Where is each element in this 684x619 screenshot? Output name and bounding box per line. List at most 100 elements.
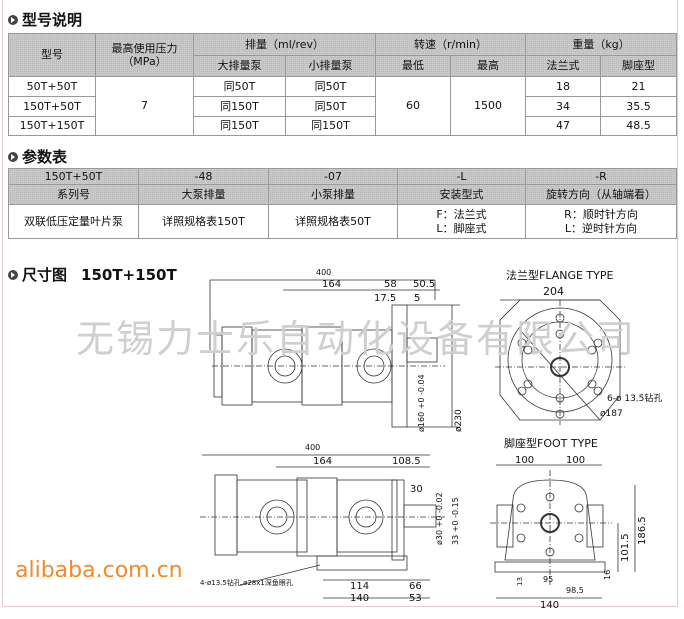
foot-type-title: 脚座型FOOT TYPE <box>504 437 598 450</box>
cell-speed-min: 60 <box>375 76 452 136</box>
section-label: 型号说明 <box>22 11 83 29</box>
header-pressure: 最高使用压力（MPa） <box>95 33 194 77</box>
cell-speed-max: 1500 <box>450 76 527 136</box>
bullet-icon <box>8 151 18 162</box>
dim-164: 164 <box>313 456 333 467</box>
header-speed: 转速（r/min） <box>375 33 527 56</box>
dim-186-5: 186.5 <box>637 516 648 545</box>
dim-98-5: 98.5 <box>566 586 584 595</box>
dim-204: 204 <box>543 285 564 298</box>
dim-13: 13 <box>516 577 524 586</box>
section-model-title: 型号说明 <box>8 9 82 30</box>
flange-holes-note: 6-ø 13.5钻孔 <box>607 394 663 404</box>
dim-17-5: 17.5 <box>374 293 397 304</box>
code-small: -07 <box>268 168 398 185</box>
side-view-flange <box>209 279 460 428</box>
value-large: 详照规格表150T <box>138 204 269 239</box>
dim-108-5: 108.5 <box>392 456 421 467</box>
header-large: 大排量泵 <box>193 55 286 77</box>
header-foot: 脚座型 <box>600 55 678 77</box>
page-frame <box>2 0 678 607</box>
cell-large: 同150T <box>193 116 286 136</box>
cell-model: 150T+150T <box>8 116 96 136</box>
dim-164: 164 <box>322 279 342 290</box>
dim-101-5: 101.5 <box>620 533 631 562</box>
flange-front-view <box>495 299 625 425</box>
mount-l: L：脚座式 <box>436 221 487 235</box>
cell-large: 同150T <box>193 96 286 117</box>
cell-flange: 47 <box>525 116 602 136</box>
bullet-icon <box>8 14 18 25</box>
dim-33: 33 +0 -0.15 <box>451 497 460 545</box>
dim-58: 58 <box>384 279 397 290</box>
dim-16: 16 <box>603 569 612 580</box>
header-model: 型号 <box>8 33 96 77</box>
dim-5: 5 <box>414 293 421 304</box>
header-weight: 重量（kg） <box>525 33 678 56</box>
foot-front-view <box>490 464 636 599</box>
label-large: 大泵排量 <box>138 184 269 205</box>
header-max: 最高 <box>450 55 527 77</box>
pressure-unit: （MPa） <box>122 55 167 68</box>
model-table: 型号 最高使用压力（MPa） 排量（ml/rev） 转速（r/min） 重量（k… <box>8 33 678 136</box>
label-series: 系列号 <box>8 184 139 205</box>
dims-model: 150T+150T <box>81 265 177 284</box>
dim-140: 140 <box>350 593 370 604</box>
code-large: -48 <box>138 168 269 185</box>
pressure-label: 最高使用压力 <box>111 41 178 55</box>
mount-f: F：法兰式 <box>436 208 487 222</box>
dim-100-left: 100 <box>515 455 535 466</box>
table-row: 150T+50T 同150T 同50T 34 35.5 <box>8 96 678 117</box>
cell-foot: 35.5 <box>600 96 678 117</box>
dim-66: 66 <box>409 581 422 592</box>
label-small: 小泵排量 <box>268 184 398 205</box>
dim-50-5: 50.5 <box>413 279 436 290</box>
labels-row: 系列号 大泵排量 小泵排量 安装型式 旋转方向（从轴端看） <box>8 184 677 205</box>
dim-95: 95 <box>543 575 554 584</box>
code-rotation: -R <box>525 168 677 185</box>
cell-small: 同150T <box>284 116 377 136</box>
section-label: 参数表 <box>22 148 68 166</box>
code-series: 150T+50T <box>8 168 139 185</box>
dim-d160: ø160 +0 -0.04 <box>417 374 426 432</box>
dim-d230: ø230 <box>454 409 464 432</box>
dim-140: 140 <box>540 600 560 611</box>
table-row: 50T+50T 7 同50T 同50T 60 1500 18 21 <box>8 76 678 136</box>
site-watermark: alibaba.com.cn <box>15 558 183 583</box>
dim-100-right: 100 <box>566 455 586 466</box>
dim-d30: ø30 +0 -0.02 <box>435 492 444 545</box>
side-view-foot <box>200 454 445 599</box>
watermark: 无锡力士乐自动化设备有限公司 <box>76 317 637 361</box>
header-small: 小排量泵 <box>284 55 377 77</box>
table-row: 150T+150T 同150T 同150T 47 48.5 <box>8 116 678 136</box>
value-series: 双联低压定量叶片泵 <box>8 204 139 239</box>
codes-row: 150T+50T -48 -07 -L -R <box>8 168 677 185</box>
header-min: 最低 <box>375 55 452 77</box>
cell-foot: 48.5 <box>600 116 678 136</box>
cell-pressure: 7 <box>95 76 194 136</box>
dim-114: 114 <box>350 581 370 592</box>
section-params-title: 参数表 <box>8 146 67 167</box>
cell-model: 50T+50T <box>8 76 96 97</box>
params-table: 150T+50T -48 -07 -L -R 系列号 大泵排量 小泵排量 安装型… <box>8 168 677 239</box>
dim-400: 400 <box>316 268 332 277</box>
rotation-l: L：逆时针方向 <box>564 221 638 235</box>
dim-d187: ø187 <box>600 409 623 419</box>
dim-53: 53 <box>409 593 422 604</box>
header-flange: 法兰式 <box>525 55 602 77</box>
flange-type-title: 法兰型FLANGE TYPE <box>506 269 614 282</box>
header-displacement: 排量（ml/rev） <box>192 33 377 56</box>
code-mount: -L <box>397 168 526 185</box>
dim-30: 30 <box>410 484 423 495</box>
dim-400: 400 <box>305 443 321 452</box>
bullet-icon <box>8 269 18 280</box>
label-rotation: 旋转方向（从轴端看） <box>525 184 677 205</box>
foot-holes-note: 4-ø13.5钻孔,ø28x1深鱼眼孔 <box>200 579 293 587</box>
rotation-r: R：顺时针方向 <box>564 208 638 222</box>
label-mount: 安装型式 <box>397 184 526 205</box>
